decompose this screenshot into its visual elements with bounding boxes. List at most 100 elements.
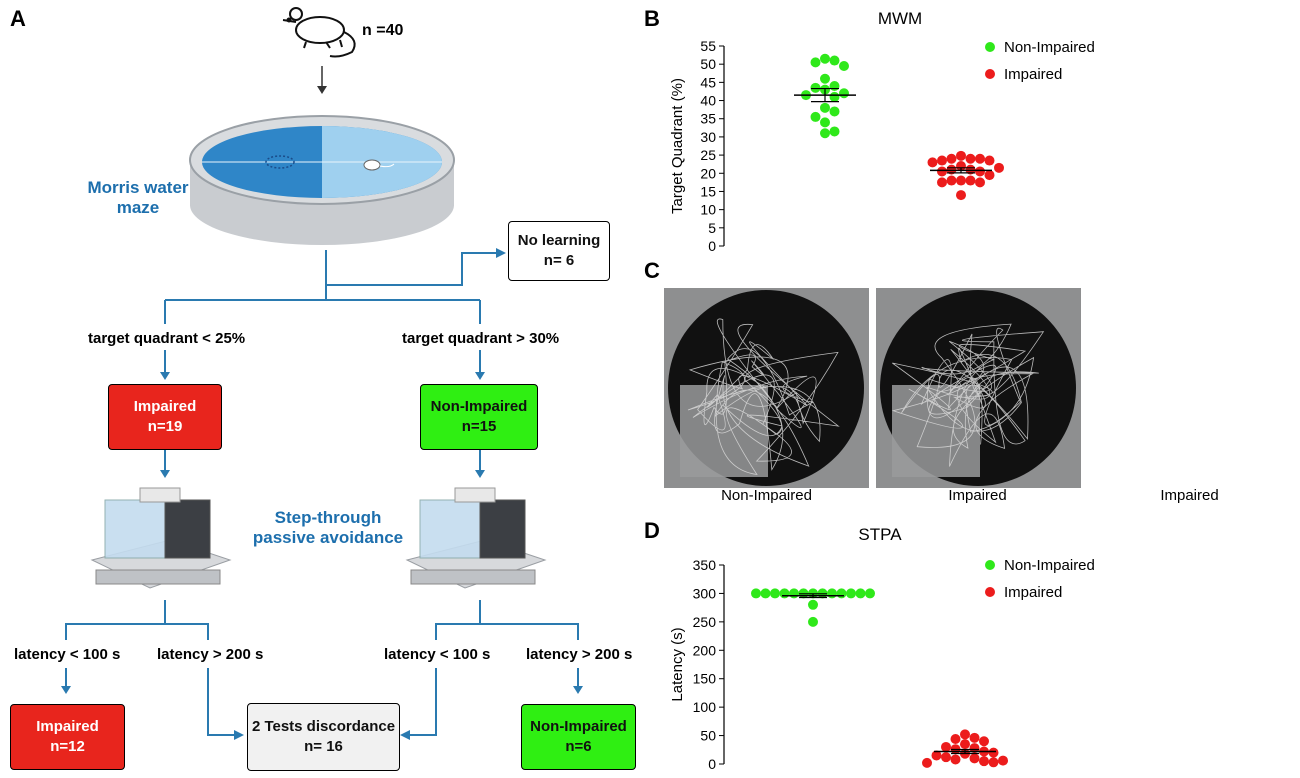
y-tick-label: 200 <box>693 642 717 658</box>
maze-image-2 <box>876 288 1081 488</box>
data-point <box>820 128 830 139</box>
nonimpaired-box-n: n=15 <box>461 418 497 435</box>
swim-path-images <box>664 288 1081 488</box>
y-tick-label: 50 <box>700 56 716 72</box>
panel-c-letter: C <box>644 258 660 283</box>
data-point <box>751 588 761 599</box>
y-tick-label: 55 <box>700 38 716 54</box>
latency-label-2: latency > 200 s <box>157 646 264 663</box>
latency-label-3: latency < 100 s <box>384 646 491 663</box>
maze-caption-2: Impaired <box>948 487 1007 504</box>
final-nonimpaired-title: Non-Impaired <box>530 717 627 735</box>
data-point <box>950 754 961 765</box>
data-point <box>960 739 970 750</box>
impaired-box-n: n=19 <box>147 418 183 435</box>
y-tick-label: 15 <box>700 183 716 199</box>
y-tick-label: 30 <box>700 129 716 145</box>
discordance-title: 2 Tests discordance <box>251 717 396 735</box>
data-point <box>839 61 849 71</box>
data-point <box>956 175 966 186</box>
y-tick-label: 0 <box>708 756 716 772</box>
panel-b-letter: B <box>644 6 660 31</box>
legend-marker <box>985 587 995 597</box>
step-through-apparatus-left <box>90 487 232 589</box>
data-point <box>984 155 995 166</box>
y-tick-label: 0 <box>708 238 716 254</box>
data-point <box>810 111 821 122</box>
data-point <box>969 753 980 764</box>
n-total-label: n =40 <box>362 22 404 39</box>
y-tick-label: 45 <box>700 74 716 90</box>
data-point <box>760 588 771 599</box>
data-point <box>975 153 985 164</box>
data-point <box>931 750 942 761</box>
data-point <box>827 588 837 599</box>
chart-title: STPA <box>858 525 902 544</box>
data-point <box>927 157 938 168</box>
data-point <box>979 756 989 767</box>
data-point <box>855 588 866 599</box>
data-point <box>998 755 1008 766</box>
y-tick-label: 350 <box>693 557 717 573</box>
data-point <box>922 757 932 768</box>
data-point <box>820 102 830 113</box>
discordance-n: n= 16 <box>304 738 343 755</box>
impaired-box-title: Impaired <box>133 397 197 415</box>
no-learning-title: No learning <box>517 231 601 249</box>
chart-title: MWM <box>878 9 922 28</box>
maze-caption-3: Impaired <box>1160 487 1219 504</box>
data-point <box>865 588 875 599</box>
data-point <box>941 752 951 763</box>
y-tick-label: 300 <box>693 585 717 601</box>
data-point <box>937 166 947 177</box>
data-point <box>829 55 840 66</box>
legend-marker <box>985 560 995 570</box>
data-point <box>984 170 995 181</box>
final-impaired-n: n=12 <box>50 738 85 755</box>
final-nonimpaired-n: n=6 <box>565 738 592 755</box>
legend-marker <box>985 42 995 52</box>
nonimpaired-box-title: Non-Impaired <box>430 397 528 415</box>
data-point <box>941 741 951 752</box>
y-tick-label: 10 <box>700 202 716 218</box>
mouse-icon <box>282 7 356 58</box>
panel-a-letter: A <box>10 6 26 31</box>
data-point <box>988 757 999 768</box>
data-point <box>839 88 849 99</box>
branch-left-label: target quadrant < 25% <box>88 330 246 347</box>
data-point <box>969 732 980 743</box>
mwm-title: Morris water maze <box>87 178 189 217</box>
swim-path <box>891 323 1045 467</box>
data-point <box>956 161 966 171</box>
y-tick-label: 50 <box>700 728 716 744</box>
swim-path <box>687 318 840 476</box>
panel-d-letter: D <box>644 518 660 543</box>
maze-caption-1: Non-Impaired <box>721 487 812 504</box>
data-point <box>975 177 985 188</box>
data-point <box>975 166 985 177</box>
data-point <box>770 588 780 599</box>
data-point <box>988 747 999 758</box>
data-point <box>979 736 989 747</box>
branch-right-label: target quadrant > 30% <box>402 330 560 347</box>
data-point <box>956 190 966 201</box>
y-tick-label: 5 <box>708 220 716 236</box>
latency-label-4: latency > 200 s <box>526 646 633 663</box>
nonimpaired-box: Non-Impaired n=15 <box>420 384 538 450</box>
data-point <box>820 53 830 64</box>
y-tick-label: 35 <box>700 111 716 127</box>
data-point <box>946 153 957 164</box>
data-point <box>808 616 818 627</box>
morris-water-maze-illustration <box>189 115 455 245</box>
data-point <box>789 588 799 599</box>
y-tick-label: 150 <box>693 671 717 687</box>
step-through-apparatus-right <box>405 487 547 589</box>
legend-label: Non-Impaired <box>1004 557 1095 574</box>
data-point <box>829 126 840 137</box>
data-point <box>829 106 840 117</box>
legend-label: Impaired <box>1004 584 1062 601</box>
data-point <box>846 588 856 599</box>
data-point <box>820 73 830 84</box>
final-impaired-title: Impaired <box>36 717 99 735</box>
